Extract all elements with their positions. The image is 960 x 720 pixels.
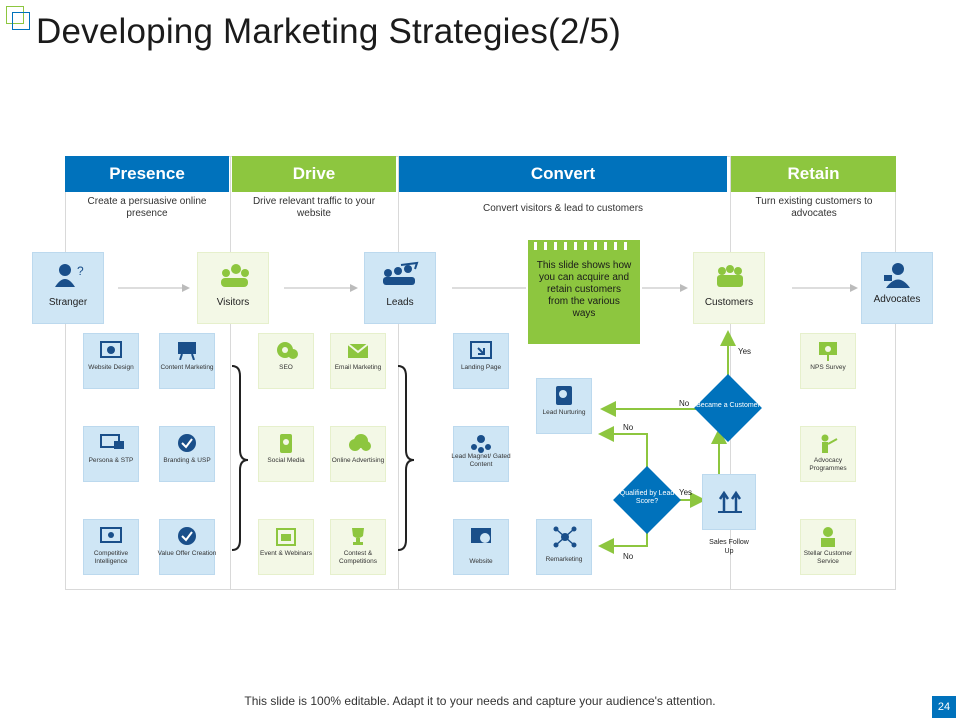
social-phone-icon xyxy=(280,434,292,453)
stage-stranger: ? Stranger xyxy=(32,252,104,324)
stage-stranger-label: Stranger xyxy=(48,297,88,308)
landing-page-icon xyxy=(470,341,492,359)
stage-leads-label: Leads xyxy=(386,297,414,308)
tile-lead-magnet: Lead Magnet/ Gated Content xyxy=(451,426,511,482)
seo-gear-icon xyxy=(277,342,298,359)
tile-nps-survey: NPS Survey xyxy=(800,333,856,389)
badge-check-icon xyxy=(178,527,196,545)
page-title: Developing Marketing Strategies(2/5) xyxy=(36,12,621,51)
tile-advocacy-programmes: Advocacy Programmes xyxy=(800,426,856,482)
stage-advocates: Advocates xyxy=(861,252,933,324)
cloud-advertising-icon xyxy=(349,434,371,451)
subtitle-drive: Drive relevant traffic to your website xyxy=(252,196,376,219)
svg-text:?: ? xyxy=(77,264,84,278)
label-no-customer: No xyxy=(679,399,690,408)
decision-qualified-text: Qualified by Lead Score? xyxy=(619,490,675,505)
header-drive: Drive xyxy=(232,156,396,192)
stage-customers: Customers xyxy=(693,252,765,324)
label-yes-qualified: Yes xyxy=(679,488,693,497)
advocate-person-icon xyxy=(884,263,910,288)
badge-check-icon xyxy=(178,434,196,452)
stage-visitors: Visitors xyxy=(197,252,269,324)
subtitle-convert: Convert visitors & lead to customers xyxy=(482,203,644,214)
note-fringe xyxy=(534,242,627,250)
tile-lead-nurturing: Lead Nurturing xyxy=(536,378,592,434)
service-agent-icon xyxy=(821,527,835,547)
stage-advocates-label: Advocates xyxy=(873,294,921,305)
email-envelope-icon xyxy=(347,343,369,358)
tile-social-media: Social Media xyxy=(258,426,314,482)
column-divider xyxy=(398,156,399,590)
lead-magnet-icon xyxy=(471,435,491,453)
monitor-chart-icon xyxy=(100,527,122,543)
lead-nurturing-icon xyxy=(556,386,572,405)
stage-customers-label: Customers xyxy=(704,297,754,308)
tile-persona-stp: Persona & STP xyxy=(83,426,139,482)
persona-screen-icon xyxy=(100,434,124,449)
tile-sales-follow-up xyxy=(702,474,756,530)
label-no-nurture: No xyxy=(623,423,634,432)
person-question-icon: ? xyxy=(55,264,84,287)
tile-stellar-customer-service: Stellar Customer Service xyxy=(800,519,856,575)
stage-visitors-label: Visitors xyxy=(216,297,250,308)
decision-customer-text: Became a Customer xyxy=(696,402,760,409)
subtitle-retain: Turn existing customers to advocates xyxy=(755,196,873,219)
tile-seo: SEO xyxy=(258,333,314,389)
tile-branding-usp: Branding & USP xyxy=(159,426,215,482)
tile-value-offer-creation: Value Offer Creation xyxy=(158,519,216,575)
leads-growth-icon xyxy=(383,261,419,285)
tile-online-advertising: Online Advertising xyxy=(330,426,386,482)
tile-email-marketing: Email Marketing xyxy=(330,333,386,389)
trophy-icon xyxy=(352,528,364,545)
tile-competitive-intelligence: Competitive Intelligence xyxy=(83,519,139,575)
corner-square-green xyxy=(6,6,24,24)
website-globe-icon xyxy=(471,528,491,543)
callout-note: This slide shows how you can acquire and… xyxy=(528,240,640,344)
column-divider xyxy=(230,156,231,590)
content-marketing-icon xyxy=(178,342,196,360)
arrows-up-icon xyxy=(718,490,742,513)
stage-leads: Leads xyxy=(364,252,436,324)
event-calendar-icon xyxy=(276,528,296,546)
label-no-remarket: No xyxy=(623,552,634,561)
tile-remarketing: Remarketing xyxy=(536,519,592,575)
header-retain: Retain xyxy=(731,156,896,192)
column-divider xyxy=(730,156,731,590)
label-yes-customer: Yes xyxy=(738,347,752,356)
page-number: 24 xyxy=(932,696,956,718)
sales-follow-up-label: Sales Follow Up xyxy=(709,539,749,555)
website-design-icon xyxy=(100,341,122,358)
presenter-icon xyxy=(821,434,838,453)
tile-event-webinars: Event & Webinars xyxy=(258,519,314,575)
header-presence: Presence xyxy=(65,156,229,192)
tile-landing-page: Landing Page xyxy=(453,333,509,389)
callout-note-text: This slide shows how you can acquire and… xyxy=(536,260,632,319)
nps-survey-icon xyxy=(819,342,837,361)
customers-group-icon xyxy=(717,265,743,287)
tile-website: Website xyxy=(453,519,509,575)
subtitle-presence: Create a persuasive online presence xyxy=(87,196,207,219)
tile-content-marketing: Content Marketing xyxy=(159,333,215,389)
remarketing-network-icon xyxy=(553,526,577,548)
tile-contest-competitions: Contest & Competitions xyxy=(330,519,386,575)
visitors-group-icon xyxy=(221,264,249,287)
corner-square-blue xyxy=(12,12,30,30)
header-convert: Convert xyxy=(399,156,727,192)
footer-text: This slide is 100% editable. Adapt it to… xyxy=(244,694,716,708)
tile-website-design: Website Design xyxy=(83,333,139,389)
